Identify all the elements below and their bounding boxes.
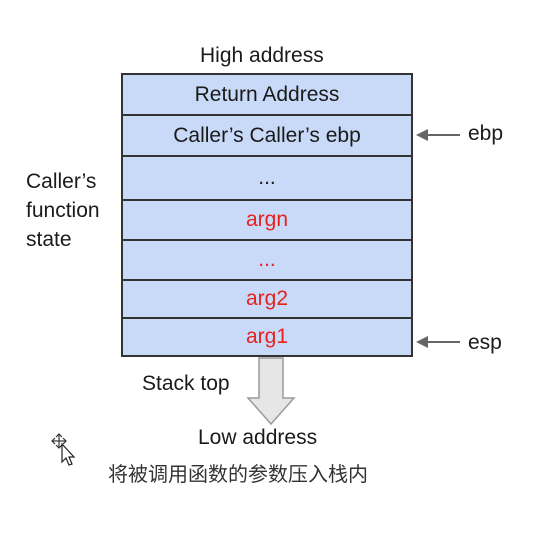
mouse-cursor-icon	[51, 433, 76, 466]
esp-pointer-label: esp	[468, 331, 502, 354]
stack-cell-argn: argn	[123, 201, 411, 241]
stack-cell-callers-callers-ebp: Caller’s Caller’s ebp	[123, 116, 411, 157]
stack-cell-ellipsis: ...	[123, 157, 411, 201]
esp-pointer-arrow	[416, 336, 460, 348]
stack-cell-arg-ellipsis: ...	[123, 241, 411, 281]
callers-state-line-3: state	[26, 228, 72, 251]
stack-cell-arg1: arg1	[245, 325, 289, 348]
callers-function-state-label: Caller’s function state	[26, 167, 100, 254]
caption-text: 将被调用函数的参数压入栈内	[108, 462, 368, 486]
high-address-label: High address	[200, 44, 324, 67]
stack-frame: Return Address Caller’s Caller’s ebp ...…	[121, 73, 413, 357]
callers-state-line-2: function	[26, 199, 100, 222]
ebp-pointer-label: ebp	[468, 122, 504, 145]
stack-cell-return-address: Return Address	[123, 75, 411, 116]
callers-state-line-1: Caller’s	[26, 170, 97, 193]
stack-top-down-arrow	[246, 357, 296, 426]
stack-cell-arg2: arg2	[123, 281, 411, 319]
ebp-pointer-arrow	[416, 129, 460, 141]
low-address-label: Low address	[198, 426, 318, 449]
stack-top-label: Stack top	[142, 372, 230, 395]
